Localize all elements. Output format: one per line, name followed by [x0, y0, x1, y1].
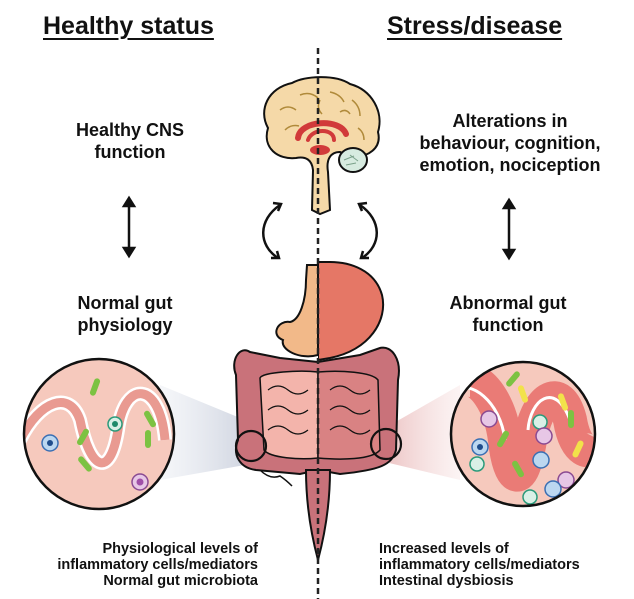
- healthy-cns-label: Healthy CNS function: [40, 119, 220, 163]
- zoom-focus-circle-right: [369, 427, 403, 461]
- label-line: emotion, nociception: [419, 155, 601, 175]
- caption-line: inflammatory cells/mediators: [379, 557, 580, 573]
- label-line: behaviour, cognition,: [419, 133, 601, 153]
- caption-line: Intestinal dysbiosis: [379, 573, 514, 589]
- caption-line: Physiological levels of: [102, 541, 258, 557]
- label-line: Normal gut: [77, 293, 173, 313]
- label-line: function: [94, 142, 166, 162]
- altered-cns-label: Alterations in behaviour, cognition, emo…: [400, 110, 620, 176]
- digestive-tract-icon: [233, 261, 403, 564]
- healthy-caption: Physiological levels of inflammatory cel…: [57, 541, 258, 589]
- double-arrow-left: [121, 195, 137, 259]
- label-line: Healthy CNS: [75, 120, 185, 140]
- abnormal-gut-label: Abnormal gut function: [418, 292, 598, 336]
- label-line: function: [472, 315, 544, 335]
- normal-gut-label: Normal gut physiology: [35, 292, 215, 336]
- label-line: Abnormal gut: [449, 293, 567, 313]
- zoom-focus-circle-left: [234, 429, 268, 463]
- brain-icon: [263, 76, 381, 216]
- double-arrow-right: [501, 197, 517, 261]
- label-line: physiology: [77, 315, 173, 335]
- caption-line: inflammatory cells/mediators: [57, 557, 258, 573]
- disease-gut-zoom-circle: [449, 360, 597, 508]
- bidirectional-curved-arrow-right: [357, 201, 378, 260]
- disease-caption: Increased levels of inflammatory cells/m…: [379, 541, 580, 589]
- healthy-gut-zoom-circle: [22, 357, 176, 511]
- bidirectional-curved-arrow-left: [262, 201, 283, 260]
- caption-line: Increased levels of: [379, 541, 509, 557]
- stress-disease-heading: Stress/disease: [387, 12, 563, 40]
- zoom-beam-right: [385, 385, 460, 480]
- zoom-beam-left: [160, 385, 245, 480]
- label-line: Alterations in: [452, 111, 568, 131]
- healthy-status-heading: Healthy status: [43, 12, 214, 40]
- caption-line: Normal gut microbiota: [103, 573, 258, 589]
